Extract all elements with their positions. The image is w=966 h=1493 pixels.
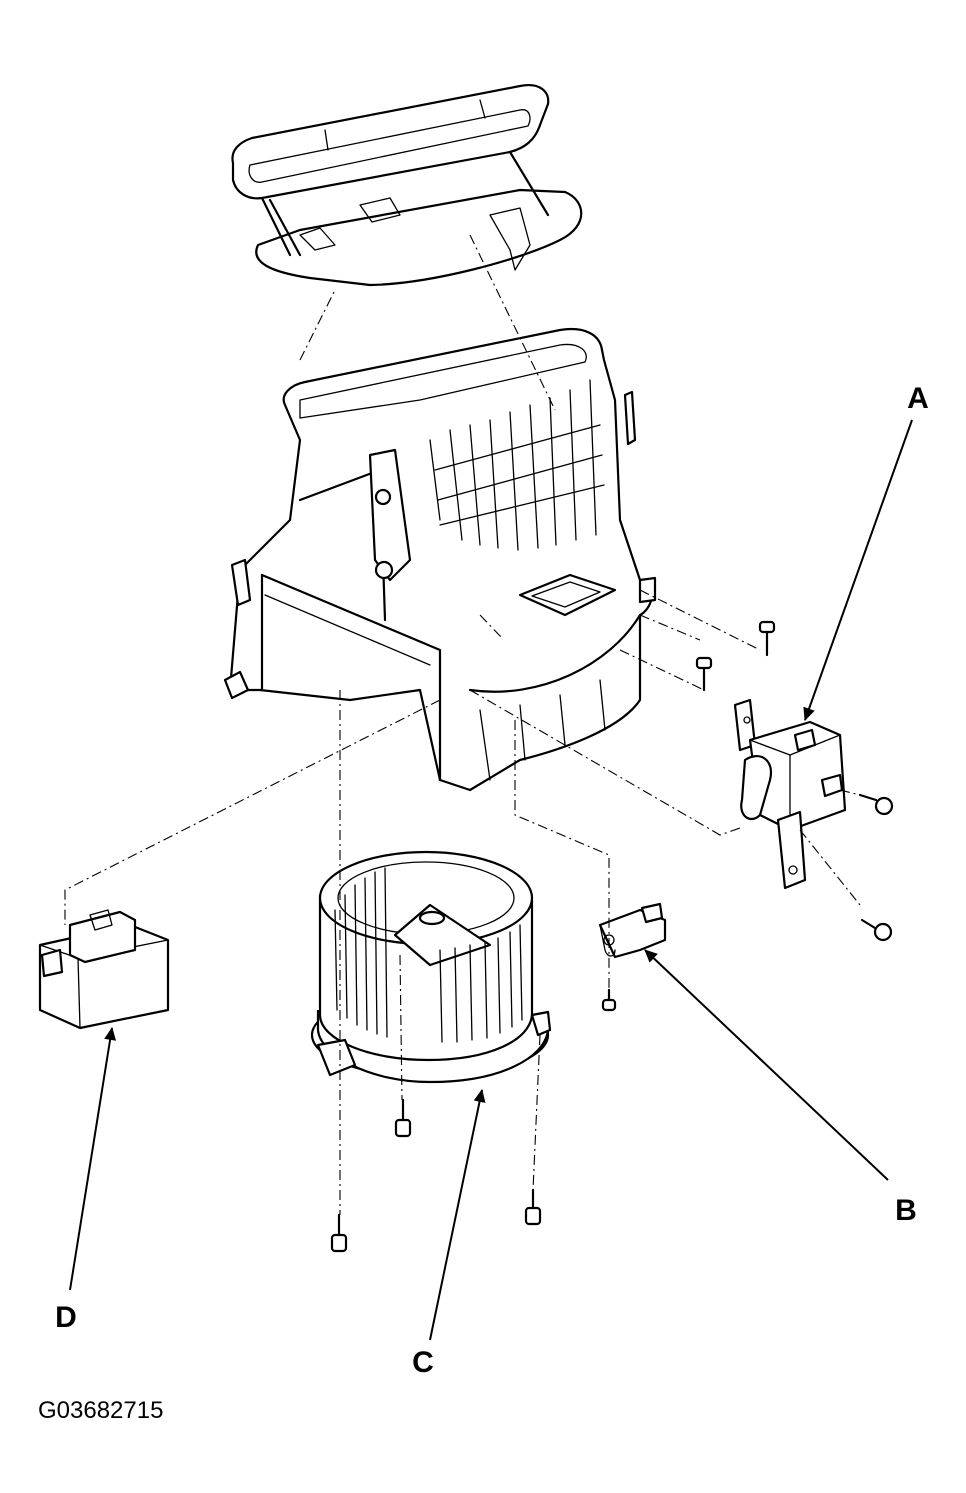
screw-icon xyxy=(758,620,776,657)
callout-d: D xyxy=(55,1301,77,1334)
screw-icon xyxy=(394,1098,412,1138)
screw-icon xyxy=(330,1213,348,1253)
screw-icon xyxy=(860,918,893,942)
assembly-lines xyxy=(64,234,861,1215)
figure-id: G03682715 xyxy=(38,1397,163,1424)
leader-c xyxy=(429,1089,486,1341)
blower-housing xyxy=(223,327,657,792)
component-c-blower-motor xyxy=(310,850,552,1084)
leader-a xyxy=(803,419,913,721)
screw-icon xyxy=(524,1188,542,1226)
screw-icon xyxy=(601,988,617,1012)
callout-b: B xyxy=(895,1194,917,1227)
callout-leaders xyxy=(69,419,913,1341)
leader-b xyxy=(644,949,889,1181)
component-b-sensor xyxy=(598,902,667,959)
fan-blades xyxy=(334,867,523,1043)
leader-d xyxy=(69,1027,117,1291)
housing-grille xyxy=(429,379,605,551)
screw-icon xyxy=(858,793,894,816)
callout-a: A xyxy=(907,382,929,415)
callout-c: C xyxy=(412,1346,434,1379)
screw-icon xyxy=(695,656,713,692)
screws xyxy=(330,620,894,1253)
component-a-actuator xyxy=(733,698,847,890)
component-d-resistor xyxy=(38,909,170,1030)
intake-duct xyxy=(231,84,583,287)
